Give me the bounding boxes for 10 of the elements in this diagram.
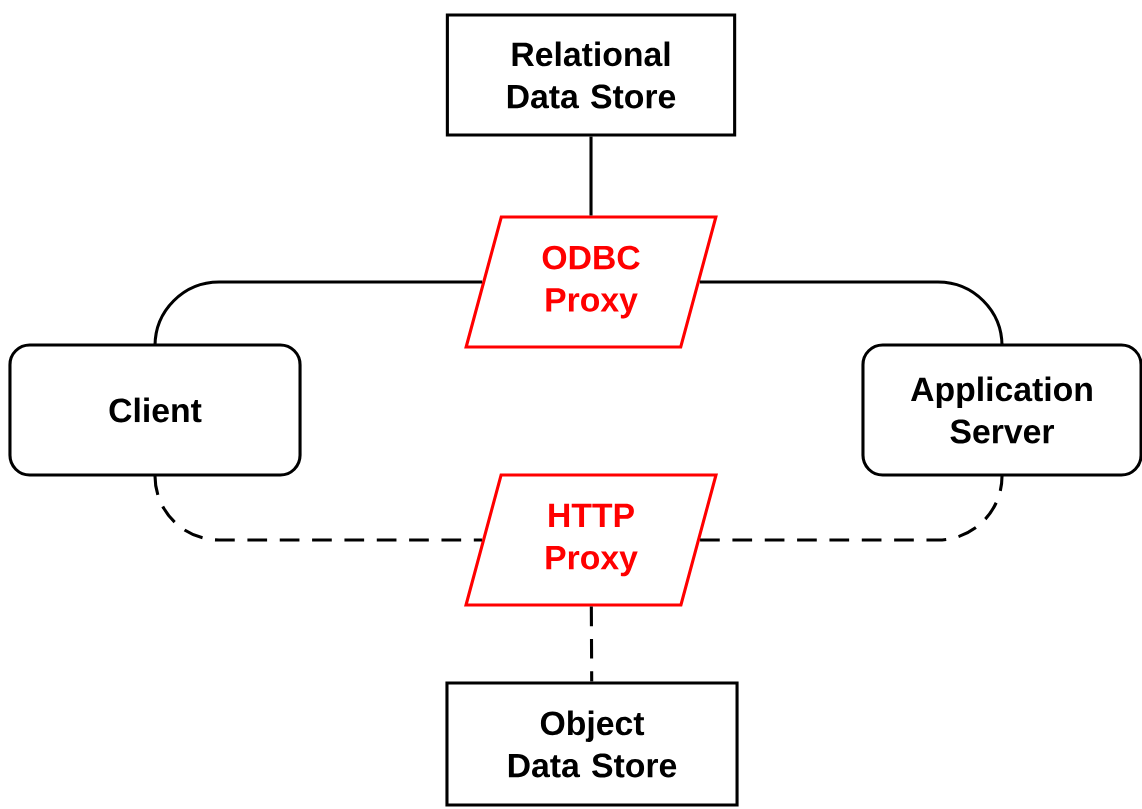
data-store-box: Relational Data Store xyxy=(445,13,737,137)
connector-line xyxy=(589,136,593,216)
proxy-parallelogram: HTTP Proxy xyxy=(464,473,718,607)
connector-line xyxy=(589,606,594,682)
connector-line xyxy=(153,474,482,542)
component-box: Client xyxy=(8,343,302,477)
data-store-box: Object Data Store xyxy=(445,681,739,807)
connector-line xyxy=(700,474,1004,542)
component-box: Application Server xyxy=(861,343,1142,477)
proxy-parallelogram: ODBC Proxy xyxy=(464,215,718,349)
